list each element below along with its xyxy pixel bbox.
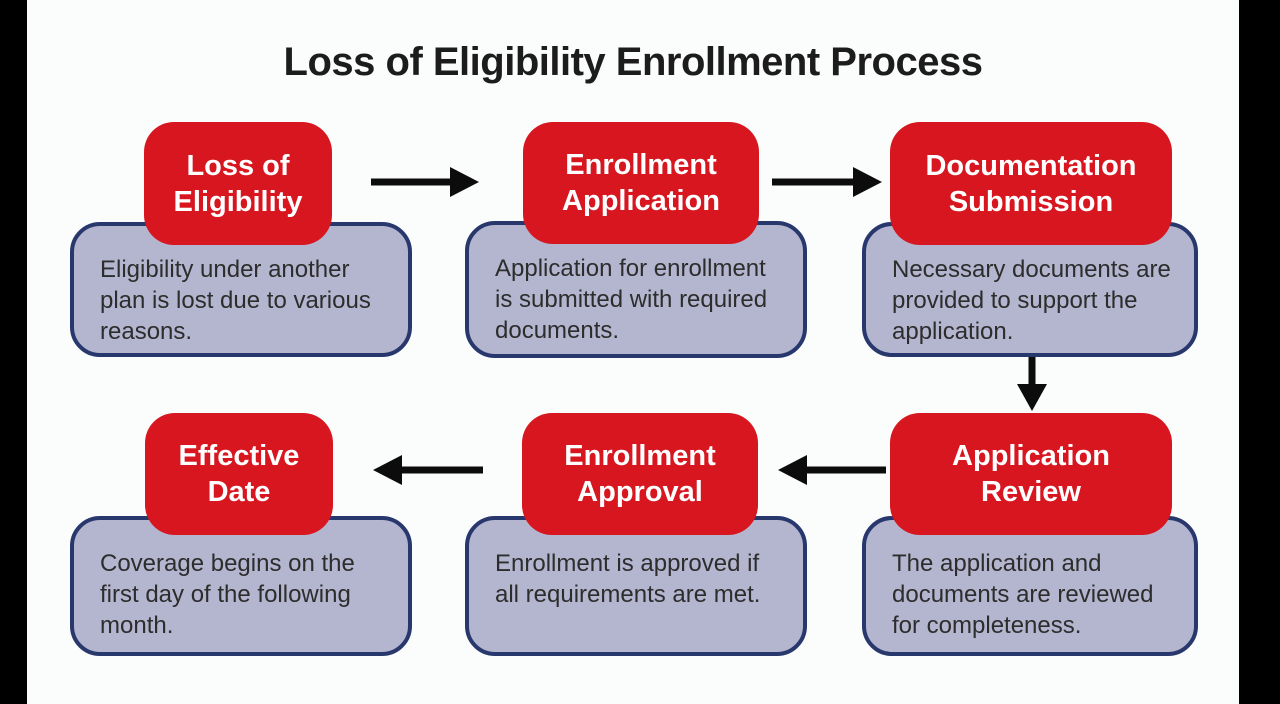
step-label-box: Application Review — [890, 413, 1172, 535]
step-description-box: Coverage begins on the first day of the … — [70, 516, 412, 656]
step-description: Enrollment is approved if all requiremen… — [495, 550, 761, 608]
step-description: The application and documents are review… — [892, 550, 1154, 639]
step-description-box: Enrollment is approved if all requiremen… — [465, 516, 807, 656]
left-arrow-icon — [778, 455, 886, 485]
right-arrow-icon — [371, 167, 479, 197]
step-description: Eligibility under another plan is lost d… — [100, 256, 371, 345]
step-description: Application for enrollment is submitted … — [495, 255, 768, 344]
step-label-box: Enrollment Application — [523, 122, 759, 244]
down-arrow-icon — [1017, 357, 1047, 411]
step-description: Necessary documents are provided to supp… — [892, 256, 1171, 345]
right-arrow-icon — [772, 167, 882, 197]
step-label: Effective Date — [178, 440, 300, 508]
step-label: Loss of Eligibility — [173, 149, 303, 218]
step-label: Enrollment Approval — [564, 440, 716, 508]
step-description: Coverage begins on the first day of the … — [100, 550, 355, 639]
step-label-box: Documentation Submission — [890, 122, 1172, 245]
step-label-box: Loss of Eligibility — [144, 122, 332, 245]
page-title: Loss of Eligibility Enrollment Process — [283, 40, 983, 84]
step-label: Application Review — [952, 440, 1110, 508]
step-description-box: The application and documents are review… — [862, 516, 1198, 656]
right-black-bar — [1239, 0, 1280, 704]
step-label-box: Effective Date — [145, 413, 333, 535]
step-label: Enrollment Application — [562, 149, 720, 217]
step-label: Documentation Submission — [925, 149, 1137, 218]
left-arrow-icon — [373, 455, 483, 485]
step-label-box: Enrollment Approval — [522, 413, 758, 535]
step-description-box: Application for enrollment is submitted … — [465, 221, 807, 358]
left-black-bar — [0, 0, 27, 704]
